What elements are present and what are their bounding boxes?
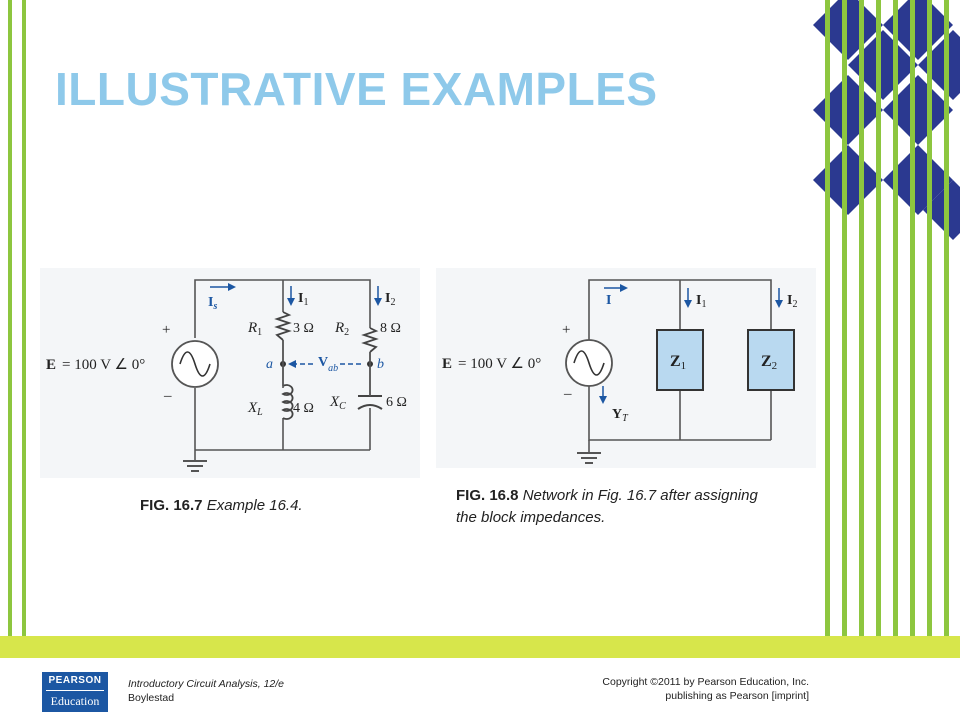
right-stripe-decoration <box>813 0 960 656</box>
svg-text:XC: XC <box>329 394 346 412</box>
pearson-logo: PEARSON Education <box>42 672 108 712</box>
svg-text:Vab: Vab <box>318 355 338 374</box>
source-value: = 100 V ∠ 0° <box>62 357 145 373</box>
r2-value: 8 Ω <box>380 321 401 336</box>
z2-block <box>747 329 795 391</box>
figure-16-8-circuit: E= 100 V ∠ 0° + – I I1 I2 Z1 Z2 YT <box>436 268 816 468</box>
source-current-label: I <box>208 295 213 310</box>
resistor-r2-icon <box>361 327 379 353</box>
svg-text:Is: Is <box>208 295 217 312</box>
r2-label: R <box>334 320 344 336</box>
figure-16-7-caption: FIG. 16.7 Example 16.4. <box>140 497 303 514</box>
footer <box>0 658 960 720</box>
xc-label: X <box>329 394 340 410</box>
r2-sub: 2 <box>344 327 349 338</box>
caption-text: Network in Fig. 16.7 after assigning the… <box>456 487 758 526</box>
yt-sub: T <box>622 413 629 424</box>
book-author: Boylestad <box>128 692 175 704</box>
svg-text:Z2: Z2 <box>761 353 777 372</box>
caption-label: FIG. 16.7 <box>140 497 203 514</box>
z1-block <box>656 329 704 391</box>
vab-sub: ab <box>328 363 338 374</box>
resistor-r1-icon <box>274 311 292 341</box>
logo-divider <box>46 690 104 691</box>
node-a-label: a <box>266 357 273 372</box>
svg-text:R2: R2 <box>334 320 349 338</box>
r1-sub: 1 <box>257 327 262 338</box>
r1-label: R <box>247 320 257 336</box>
source-value: = 100 V ∠ 0° <box>458 356 541 372</box>
branch-1-current-label: I <box>696 293 701 308</box>
ground-icon <box>577 452 601 464</box>
xl-label: X <box>247 400 258 416</box>
plus-sign: + <box>162 322 170 338</box>
svg-text:Z1: Z1 <box>670 353 686 372</box>
logo-top-text: PEARSON <box>48 675 102 686</box>
node-b-label: b <box>377 357 384 372</box>
xl-sub: L <box>256 407 263 418</box>
figure-16-8-caption: FIG. 16.8 Network in Fig. 16.7 after ass… <box>456 485 776 529</box>
svg-text:I2: I2 <box>385 291 395 308</box>
left-stripe <box>22 0 26 656</box>
svg-text:E= 100 V ∠ 0°: E = 100 V ∠ 0° <box>46 357 145 373</box>
minus-sign: – <box>163 388 172 404</box>
book-info: Introductory Circuit Analysis, 12/e Boyl… <box>128 677 284 705</box>
r1-value: 3 Ω <box>293 321 314 336</box>
figure-16-7-circuit: E= 100 V ∠ 0° + – Is I1 I2 R1 3 Ω R2 8 Ω… <box>40 268 420 478</box>
branch-2-current-sub: 2 <box>792 299 797 310</box>
copyright-line-2: publishing as Pearson [imprint] <box>665 690 809 702</box>
slide-title: ILLUSTRATIVE EXAMPLES <box>55 63 658 115</box>
branch-2-current-sub: 2 <box>390 297 395 308</box>
bottom-color-band <box>0 636 960 658</box>
left-stripe <box>8 0 12 656</box>
total-current-label: I <box>606 293 611 308</box>
svg-text:E= 100 V ∠ 0°: E = 100 V ∠ 0° <box>442 356 541 372</box>
svg-text:R1: R1 <box>247 320 262 338</box>
z2-sub: 2 <box>772 360 778 372</box>
source-label: E <box>46 357 56 373</box>
book-title: Introductory Circuit Analysis, 12/e <box>128 678 285 690</box>
branch-1-current-sub: 1 <box>303 297 308 308</box>
xc-sub: C <box>339 401 346 412</box>
caption-text: Example 16.4. <box>202 497 303 514</box>
z1-sub: 1 <box>681 360 687 372</box>
branch-2-current-label: I <box>787 293 792 308</box>
yt-label: Y <box>612 407 622 422</box>
z1-label: Z <box>670 353 681 370</box>
ground-icon <box>183 460 207 472</box>
source-label: E <box>442 356 452 372</box>
inductor-icon <box>281 384 294 420</box>
branch-1-current-label: I <box>298 291 303 306</box>
svg-text:YT: YT <box>612 407 629 424</box>
minus-sign: – <box>563 386 572 402</box>
copyright-line-1: Copyright ©2011 by Pearson Education, In… <box>602 676 809 688</box>
svg-text:I2: I2 <box>787 293 797 310</box>
svg-text:I1: I1 <box>696 293 706 310</box>
z2-label: Z <box>761 353 772 370</box>
xc-value: 6 Ω <box>386 395 407 410</box>
branch-1-current-sub: 1 <box>701 299 706 310</box>
source-current-sub: s <box>212 301 217 312</box>
svg-text:I1: I1 <box>298 291 308 308</box>
logo-bottom-text: Education <box>50 694 100 708</box>
copyright-notice: Copyright ©2011 by Pearson Education, In… <box>560 675 809 703</box>
caption-label: FIG. 16.8 <box>456 487 519 504</box>
xl-value: 4 Ω <box>293 401 314 416</box>
branch-2-current-label: I <box>385 291 390 306</box>
vab-label: V <box>318 355 328 370</box>
svg-text:XL: XL <box>247 400 263 418</box>
plus-sign: + <box>562 322 570 338</box>
